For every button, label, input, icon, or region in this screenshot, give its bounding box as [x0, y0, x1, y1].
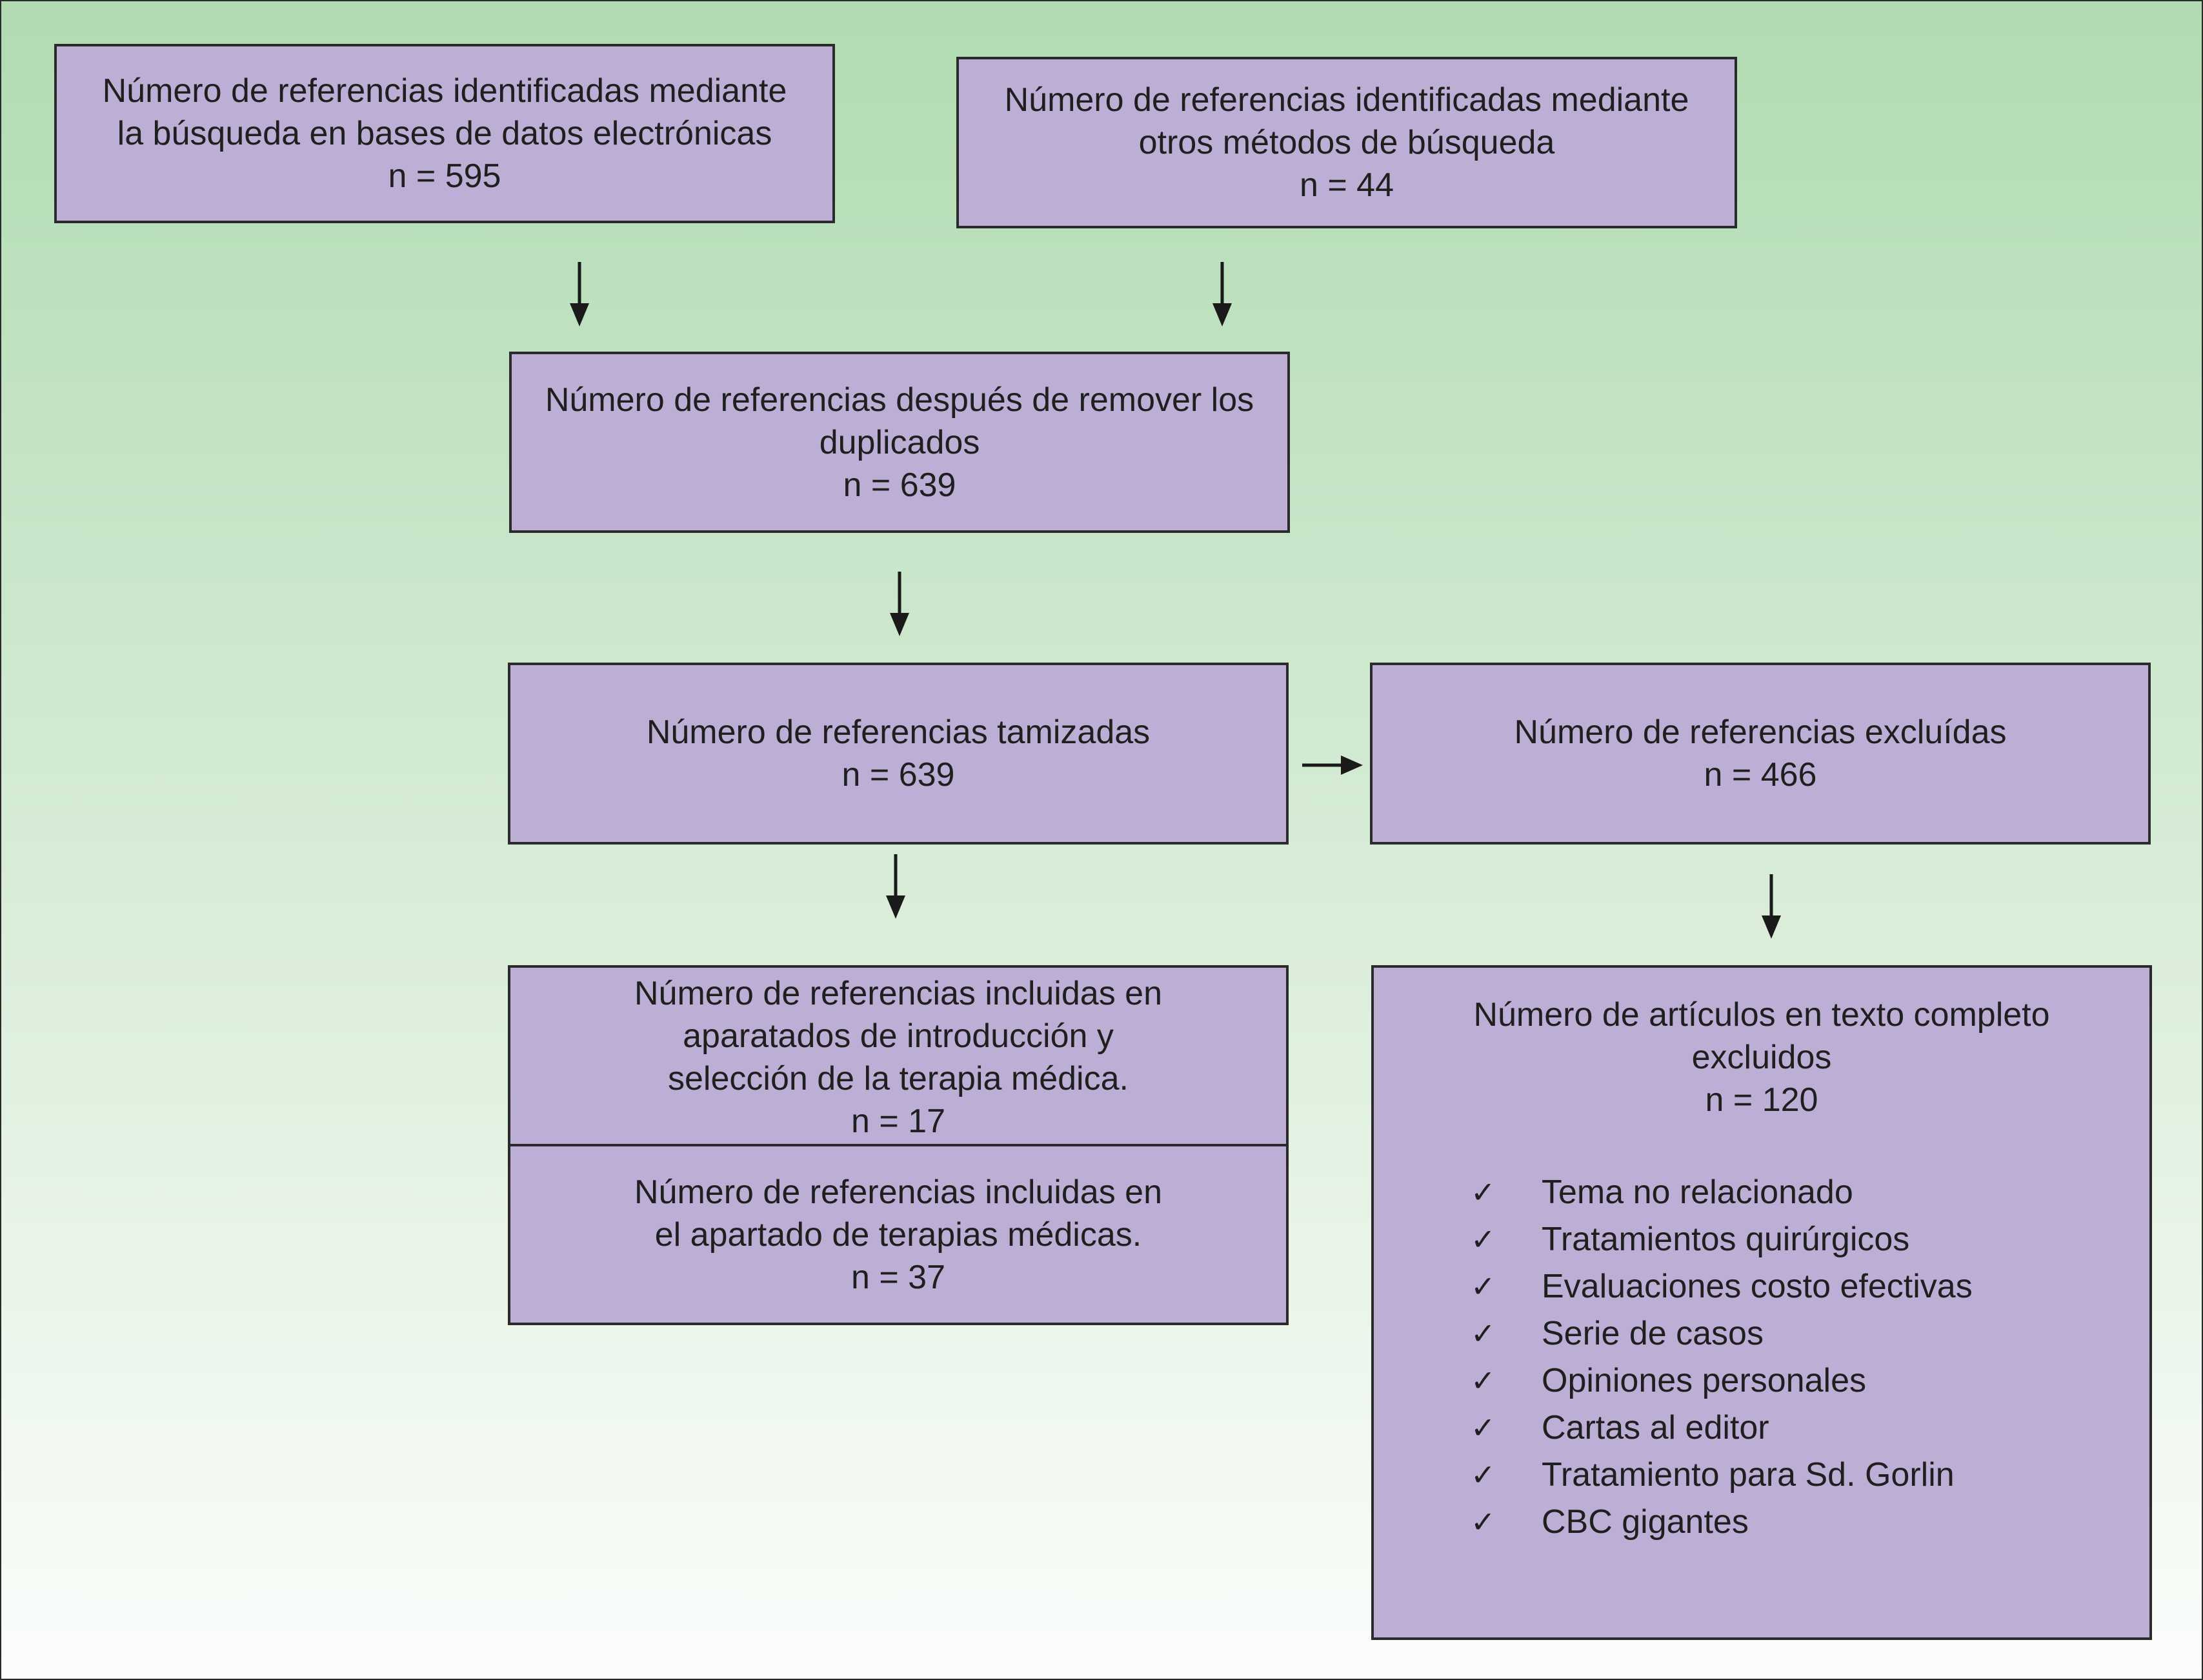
reason-label: CBC gigantes	[1542, 1503, 1749, 1541]
list-item: ✓ CBC gigantes	[1471, 1499, 1973, 1546]
other-methods-box: Número de referencias identificadas medi…	[956, 57, 1737, 228]
box-line: aparatados de introducción y	[683, 1017, 1114, 1055]
reason-label: Tema no relacionado	[1542, 1174, 1853, 1211]
count-label: n = 44	[1299, 166, 1394, 204]
box-line: Número de referencias identificadas medi…	[1004, 81, 1689, 119]
list-item: ✓ Opiniones personales	[1471, 1357, 1973, 1405]
box-line: el apartado de terapias médicas.	[654, 1215, 1142, 1254]
screened-box: Número de referencias tamizadas n = 639	[508, 663, 1289, 845]
included-intro-box: Número de referencias incluidas en apara…	[508, 965, 1289, 1149]
reason-label: Serie de casos	[1542, 1315, 1764, 1352]
reason-label: Tratamiento para Sd. Gorlin	[1542, 1456, 1955, 1494]
arrow-down-icon	[886, 854, 905, 919]
checkmark-icon: ✓	[1471, 1505, 1496, 1539]
list-item: ✓ Cartas al editor	[1471, 1405, 1973, 1452]
box-line: Número de referencias excluídas	[1514, 714, 2007, 751]
count-label: n = 639	[841, 756, 955, 794]
count-label: n = 17	[850, 1102, 946, 1140]
fulltext-excluded-box: Número de artículos en texto completo ex…	[1371, 965, 2152, 1640]
count-label: n = 120	[1705, 1081, 1818, 1119]
checkmark-icon: ✓	[1471, 1175, 1496, 1210]
box-line: Número de referencias identificadas medi…	[102, 72, 787, 110]
fulltext-heading: Número de artículos en texto completo ex…	[1374, 994, 2149, 1121]
checkmark-icon: ✓	[1471, 1222, 1496, 1257]
list-item: ✓ Tratamiento para Sd. Gorlin	[1471, 1452, 1973, 1499]
checkmark-icon: ✓	[1471, 1269, 1496, 1304]
box-line: Número de referencias tamizadas	[646, 714, 1151, 751]
reason-label: Tratamientos quirúrgicos	[1542, 1221, 1910, 1258]
checkmark-icon: ✓	[1471, 1410, 1496, 1445]
count-label: n = 639	[843, 466, 956, 504]
box-line: la búsqueda en bases de datos electrónic…	[117, 115, 772, 152]
arrow-down-icon	[570, 262, 589, 326]
checkmark-icon: ✓	[1471, 1457, 1496, 1492]
list-item: ✓ Tratamientos quirúrgicos	[1471, 1216, 1973, 1263]
box-line: excluidos	[1691, 1039, 1832, 1076]
list-item: ✓ Tema no relacionado	[1471, 1169, 1973, 1216]
box-line: selección de la terapia médica.	[668, 1059, 1129, 1097]
box-line: Número de referencias incluidas en	[634, 974, 1162, 1012]
list-item: ✓ Serie de casos	[1471, 1310, 1973, 1357]
box-line: duplicados	[819, 423, 980, 461]
arrow-down-icon	[1762, 874, 1781, 939]
checkmark-icon: ✓	[1471, 1316, 1496, 1351]
included-therapy-box: Número de referencias incluidas en el ap…	[508, 1144, 1289, 1325]
count-label: n = 466	[1704, 756, 1817, 794]
count-label: n = 37	[850, 1258, 946, 1296]
arrow-down-icon	[890, 572, 909, 636]
box-line: Número de referencias incluidas en	[634, 1173, 1162, 1211]
database-search-box: Número de referencias identificadas medi…	[54, 44, 835, 223]
reason-label: Cartas al editor	[1542, 1409, 1769, 1446]
box-line: otros métodos de búsqueda	[1138, 124, 1555, 161]
reason-label: Opiniones personales	[1542, 1362, 1866, 1399]
excluded-box: Número de referencias excluídas n = 466	[1370, 663, 2151, 845]
after-duplicates-box: Número de referencias después de remover…	[509, 352, 1290, 533]
reason-label: Evaluaciones costo efectivas	[1542, 1268, 1973, 1305]
exclusion-reasons-list: ✓ Tema no relacionado ✓ Tratamientos quirú…	[1471, 1169, 1973, 1546]
checkmark-icon: ✓	[1471, 1363, 1496, 1398]
count-label: n = 595	[388, 157, 501, 195]
box-line: Número de artículos en texto completo	[1473, 996, 2050, 1034]
arrow-down-icon	[1212, 262, 1232, 326]
list-item: ✓ Evaluaciones costo efectivas	[1471, 1263, 1973, 1310]
arrow-right-icon	[1302, 755, 1363, 775]
box-line: Número de referencias después de remover…	[545, 381, 1254, 419]
